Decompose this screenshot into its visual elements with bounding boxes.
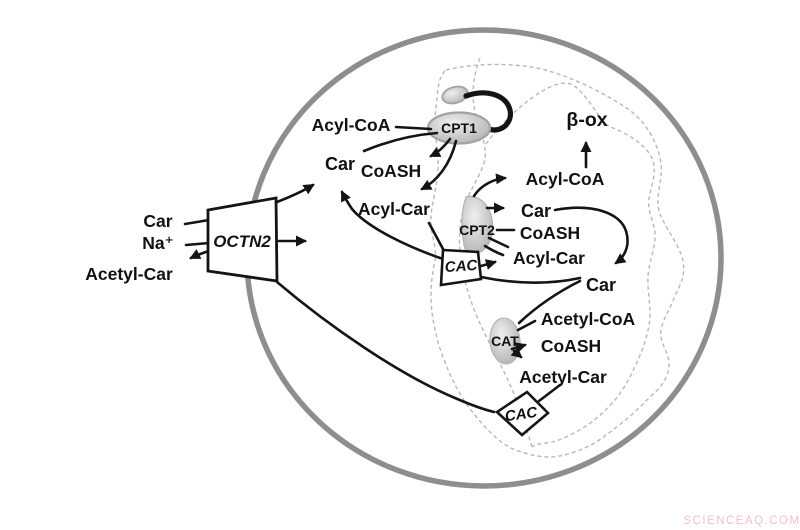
label-extracellular-acetylcar: Acetyl-Car: [85, 264, 173, 284]
label-matrix-acylcar: Acyl-Car: [513, 248, 585, 268]
arrow-cpt1-to-acylcar: [420, 139, 458, 191]
line-na-into-octn2: [184, 241, 211, 247]
label-matrix-car: Car: [521, 201, 551, 221]
line-car-into-octn2: [183, 218, 211, 226]
line-cpt2-to-acylcar-2: [483, 244, 505, 257]
cpt1-accessory-blob: [441, 85, 469, 105]
label-matrix-lower-car: Car: [586, 275, 616, 295]
arrow-octn2-to-cytosol-car: [275, 183, 315, 204]
label-cpt1: CPT1: [441, 120, 477, 136]
line-acylcoa-to-cpt1: [394, 125, 433, 131]
arrow-cac-to-cytosol-car: [340, 190, 445, 261]
arrow-cpt1-to-coash: [429, 137, 452, 158]
label-cac-upper: CAC: [444, 257, 479, 276]
line-acylcar-to-cac-upper: [427, 221, 445, 251]
arrow-cac-to-matrix-acylcar: [479, 259, 497, 270]
label-cytosol-acylcar: Acyl-Car: [358, 199, 430, 219]
label-extracellular-na: Na⁺: [142, 233, 174, 253]
label-cytosol-car: Car: [325, 154, 355, 174]
label-matrix-acylcoa: Acyl-CoA: [526, 169, 605, 189]
label-extracellular-car: Car: [143, 211, 172, 231]
arrow-cat-to-acetylcar: [510, 346, 523, 359]
label-beta-ox: β-ox: [566, 109, 607, 131]
line-acetylcar-to-cac-lower: [537, 383, 562, 403]
reaction-arrows: [183, 125, 629, 414]
line-car-to-cpt1: [362, 131, 439, 153]
mito-outer-membrane-dashed: [430, 63, 685, 458]
label-cytosol-coash: CoASH: [361, 161, 421, 181]
label-matrix-acetylcoa: Acetyl-CoA: [541, 309, 636, 329]
cpt1-membrane-loop: [463, 90, 514, 133]
label-matrix-coash: CoASH: [520, 223, 580, 243]
label-cat: CAT: [491, 333, 519, 349]
cac-lower-transporter-diamond: [494, 390, 550, 437]
line-car-to-cat: [517, 279, 582, 325]
arrow-cpt2-to-acylcoa: [472, 173, 507, 198]
label-cpt2: CPT2: [459, 222, 495, 238]
cac-upper-transporter-box: [439, 248, 483, 287]
line-octn2-to-cac-lower: [275, 280, 496, 414]
label-matrix-lower-coash: CoASH: [541, 336, 601, 356]
octn2-transporter-box: [206, 196, 279, 283]
mito-inner-membrane-right-dashed: [485, 82, 656, 448]
label-matrix-acetylcar: Acetyl-Car: [519, 367, 607, 387]
watermark-text: SCIENCEAQ.COM: [683, 515, 800, 527]
line-cpt2-to-acylcar-1: [487, 236, 510, 249]
cell-membrane-circle: [244, 27, 724, 489]
label-cytosol-acylcoa: Acyl-CoA: [312, 115, 391, 135]
line-cac-to-matrix-car: [479, 275, 582, 285]
label-octn2: OCTN2: [213, 232, 271, 251]
line-cat-to-acetylcoa: [516, 319, 537, 332]
label-cac-lower: CAC: [504, 404, 540, 426]
arrow-matrix-car-recycle-arc: [553, 206, 629, 265]
